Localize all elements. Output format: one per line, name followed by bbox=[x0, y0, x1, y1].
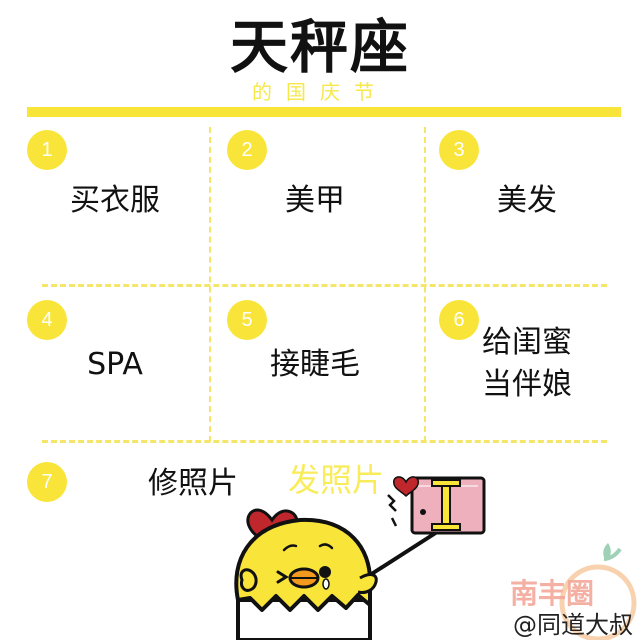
grid-divider-horizontal-2 bbox=[42, 440, 607, 443]
page-title: 天秤座 bbox=[229, 13, 410, 81]
page-subtitle: 的国庆节 bbox=[252, 80, 388, 104]
number-badge-7: 7 bbox=[27, 462, 67, 502]
number-badge-5: 5 bbox=[227, 300, 267, 340]
cell-label-3: 美发 bbox=[497, 183, 557, 218]
title-underline-bar bbox=[27, 107, 621, 117]
cell-label-6-line1: 给闺蜜 bbox=[482, 325, 572, 360]
cell-label-1: 买衣服 bbox=[70, 183, 160, 218]
cell-label-7: 修照片 bbox=[148, 466, 238, 501]
chick-selfie-illustration-icon bbox=[234, 476, 486, 640]
cell-label-4: SPA bbox=[87, 347, 143, 382]
number-badge-1: 1 bbox=[27, 130, 67, 170]
cell-label-7-highlight: 发照片 bbox=[288, 461, 385, 499]
grid-divider-horizontal-1 bbox=[42, 284, 607, 287]
peach-logo-icon bbox=[559, 543, 637, 640]
cell-label-6-line2: 当伴娘 bbox=[482, 367, 572, 402]
number-badge-4: 4 bbox=[27, 300, 67, 340]
watermark-user: @同道大叔 bbox=[513, 611, 633, 639]
number-badge-3: 3 bbox=[439, 130, 479, 170]
watermark-brand: 南丰圈 bbox=[510, 577, 595, 610]
cell-label-2: 美甲 bbox=[285, 183, 345, 218]
number-badge-2: 2 bbox=[227, 130, 267, 170]
number-badge-6: 6 bbox=[439, 300, 479, 340]
cell-label-5: 接睫毛 bbox=[270, 347, 360, 382]
